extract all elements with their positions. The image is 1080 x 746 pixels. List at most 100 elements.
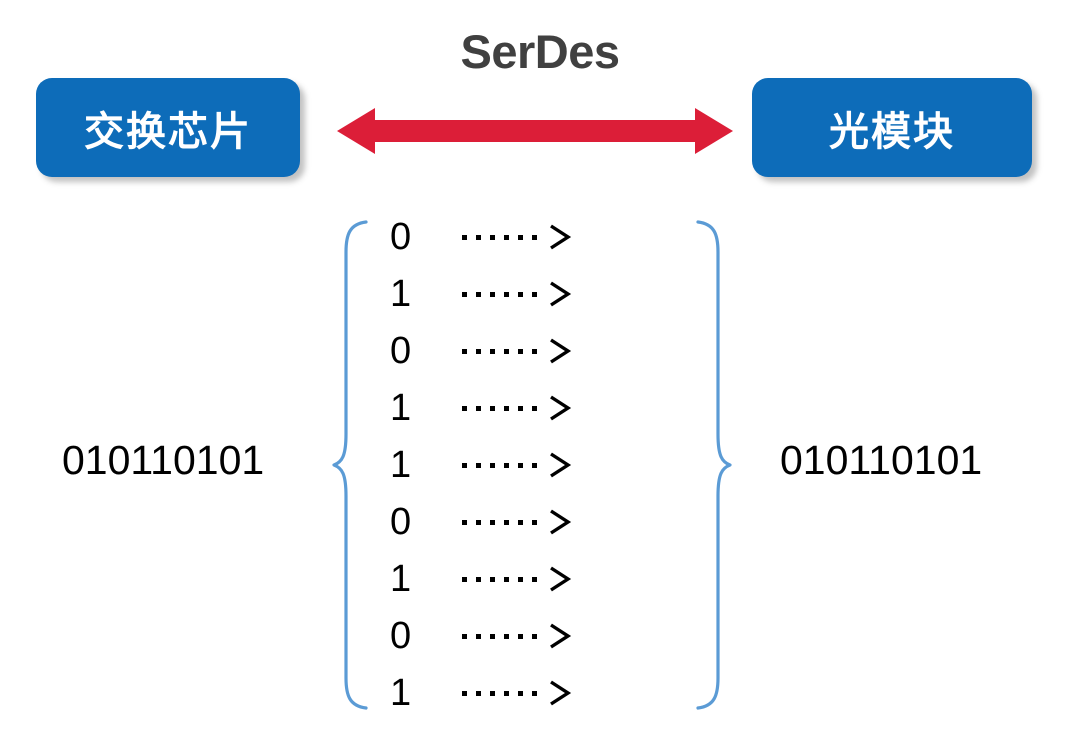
serial-lane-row: 1	[390, 389, 690, 427]
output-binary-string: 010110101	[780, 437, 983, 483]
dot	[490, 405, 495, 411]
dotted-line	[462, 348, 537, 354]
dot	[532, 519, 537, 525]
dot	[504, 633, 509, 639]
dot	[504, 234, 509, 240]
lane-transmission-track	[462, 279, 573, 309]
chevron-right-icon	[550, 338, 572, 364]
dot	[490, 690, 495, 696]
dotted-line	[462, 519, 537, 525]
dot	[518, 234, 523, 240]
dot	[490, 576, 495, 582]
lane-transmission-track	[462, 621, 573, 651]
dot	[504, 348, 509, 354]
dot	[532, 462, 537, 468]
dot	[490, 234, 495, 240]
dot	[532, 576, 537, 582]
dot	[476, 690, 481, 696]
lane-bit-value: 1	[390, 558, 412, 600]
dotted-line	[462, 462, 537, 468]
lane-bit-value: 0	[390, 216, 412, 258]
serial-lane-row: 0	[390, 503, 690, 541]
dot	[476, 234, 481, 240]
lane-bit-value: 1	[390, 273, 412, 315]
dot	[504, 291, 509, 297]
serial-lane-row: 1	[390, 674, 690, 712]
dotted-line	[462, 234, 537, 240]
dot	[504, 576, 509, 582]
diagram-title: SerDes	[460, 25, 621, 78]
dot	[462, 291, 467, 297]
curly-brace-right-icon	[696, 220, 732, 710]
serial-lane-row: 0	[390, 332, 690, 370]
serial-lane-row: 0	[390, 218, 690, 256]
endpoint-label-optical-module: 光模块	[829, 109, 955, 154]
dot	[532, 405, 537, 411]
dot	[476, 633, 481, 639]
endpoint-box-switch-chip[interactable]: 交换芯片	[36, 78, 300, 177]
chevron-right-icon	[550, 281, 572, 307]
lane-transmission-track	[462, 336, 573, 366]
dot	[504, 519, 509, 525]
dot	[462, 405, 467, 411]
dot	[476, 405, 481, 411]
endpoint-box-optical-module[interactable]: 光模块	[752, 78, 1032, 177]
dot	[476, 519, 481, 525]
dotted-line	[462, 291, 537, 297]
dot	[532, 348, 537, 354]
dot	[518, 576, 523, 582]
dotted-line	[462, 633, 537, 639]
chevron-right-icon	[550, 224, 572, 250]
dot	[462, 633, 467, 639]
dot	[490, 291, 495, 297]
input-binary-string: 010110101	[62, 437, 265, 483]
lane-transmission-track	[462, 507, 573, 537]
lane-transmission-track	[462, 450, 573, 480]
left-curly-brace	[332, 218, 374, 712]
serial-lane-row: 1	[390, 275, 690, 313]
dotted-line	[462, 576, 537, 582]
dot	[532, 291, 537, 297]
dot	[462, 234, 467, 240]
chevron-right-icon	[550, 680, 572, 706]
lane-bit-value: 1	[390, 387, 412, 429]
serial-lane-row: 0	[390, 617, 690, 655]
lane-bit-value: 0	[390, 501, 412, 543]
dot	[490, 462, 495, 468]
double-arrow-icon	[337, 108, 733, 154]
lane-transmission-track	[462, 222, 573, 252]
dot	[462, 690, 467, 696]
serial-lane-list: 0 1 0 1 1 0 1 0 1	[390, 218, 690, 712]
dot	[476, 291, 481, 297]
lane-transmission-track	[462, 393, 573, 423]
dot	[462, 576, 467, 582]
dot	[504, 690, 509, 696]
dotted-line	[462, 690, 537, 696]
dot	[518, 519, 523, 525]
serial-lane-row: 1	[390, 446, 690, 484]
dot	[490, 519, 495, 525]
lane-transmission-track	[462, 564, 573, 594]
dot	[476, 462, 481, 468]
lane-bit-value: 0	[390, 330, 412, 372]
dot	[518, 633, 523, 639]
chevron-right-icon	[550, 395, 572, 421]
dot	[462, 348, 467, 354]
dot	[462, 519, 467, 525]
chevron-right-icon	[550, 566, 572, 592]
lane-bit-value: 0	[390, 615, 412, 657]
dot	[490, 348, 495, 354]
dot	[518, 405, 523, 411]
lane-bit-value: 1	[390, 444, 412, 486]
dot	[532, 234, 537, 240]
dot	[518, 462, 523, 468]
dot	[532, 633, 537, 639]
endpoint-label-switch-chip: 交换芯片	[84, 109, 252, 154]
chevron-right-icon	[550, 509, 572, 535]
dotted-line	[462, 405, 537, 411]
dot	[532, 690, 537, 696]
dot	[476, 348, 481, 354]
lane-transmission-track	[462, 678, 573, 708]
dot	[518, 348, 523, 354]
